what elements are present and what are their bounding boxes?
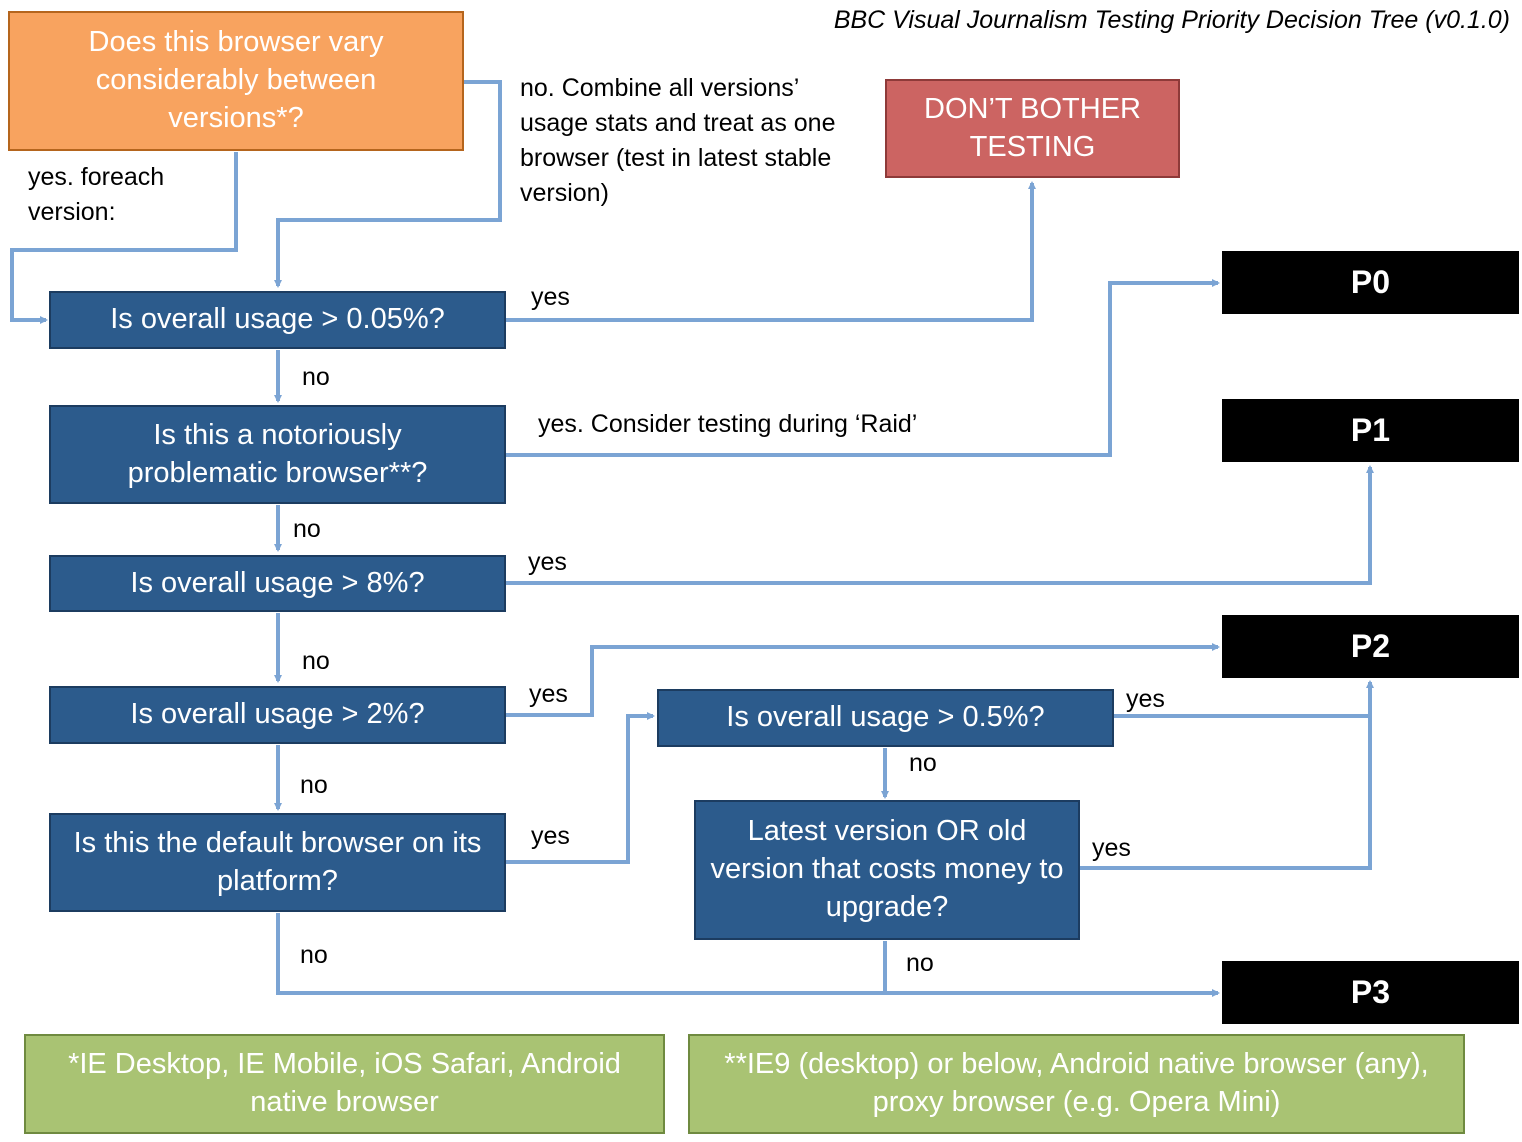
edge-usage2-yes: [506, 643, 1220, 717]
edge-start-no: [274, 80, 502, 288]
start-question: Does this browser vary considerably betw…: [8, 11, 464, 151]
edge-default-no: [276, 913, 1220, 997]
label-latest-yes: yes: [1092, 834, 1131, 862]
priority-p2: P2: [1222, 615, 1519, 678]
label-usage2-no: no: [300, 771, 328, 799]
label-default-yes: yes: [531, 822, 570, 850]
label-usage005-no: no: [302, 363, 330, 391]
diagram-title: BBC Visual Journalism Testing Priority D…: [833, 6, 1510, 34]
label-usage8-yes: yes: [528, 548, 567, 576]
edge-problematic-yes: [506, 279, 1220, 457]
label-usage8-no: no: [302, 647, 330, 675]
question-default-browser: Is this the default browser on its platf…: [49, 813, 506, 912]
priority-p0: P0: [1222, 251, 1519, 314]
label-usage05-yes: yes: [1126, 685, 1165, 713]
label-latest-no: no: [906, 949, 934, 977]
label-usage05-no: no: [909, 749, 937, 777]
label-default-no: no: [300, 941, 328, 969]
problematic-footnote: **IE9 (desktop) or below, Android native…: [688, 1034, 1465, 1134]
priority-p3: P3: [1222, 961, 1519, 1024]
edge-start-yes: [10, 152, 238, 324]
label-problematic-no: no: [293, 515, 321, 543]
edge-usage8-yes: [506, 465, 1374, 585]
question-problematic-browser: Is this a notoriously problematic browse…: [49, 405, 506, 504]
question-usage-2: Is overall usage > 2%?: [49, 686, 506, 744]
versions-footnote: *IE Desktop, IE Mobile, iOS Safari, Andr…: [24, 1034, 665, 1134]
label-problematic-yes: yes. Consider testing during ‘Raid’: [538, 410, 918, 438]
edge-usage005-yes: [506, 181, 1036, 322]
label-start-no: no. Combine all versions’ usage stats an…: [520, 74, 836, 207]
question-latest-version: Latest version OR old version that costs…: [694, 800, 1080, 940]
question-usage-0-5: Is overall usage > 0.5%?: [657, 689, 1114, 747]
edge-latest-yes: [1080, 716, 1372, 870]
priority-p1: P1: [1222, 399, 1519, 462]
label-usage2-yes: yes: [529, 680, 568, 708]
label-usage005-yes: yes: [531, 283, 570, 311]
question-usage-8: Is overall usage > 8%?: [49, 555, 506, 612]
edge-default-yes: [506, 712, 655, 864]
label-start-yes: yes. foreach version:: [28, 163, 165, 226]
dont-bother-testing-node: DON’T BOTHER TESTING: [885, 79, 1180, 178]
question-usage-0-05: Is overall usage > 0.05%?: [49, 291, 506, 349]
